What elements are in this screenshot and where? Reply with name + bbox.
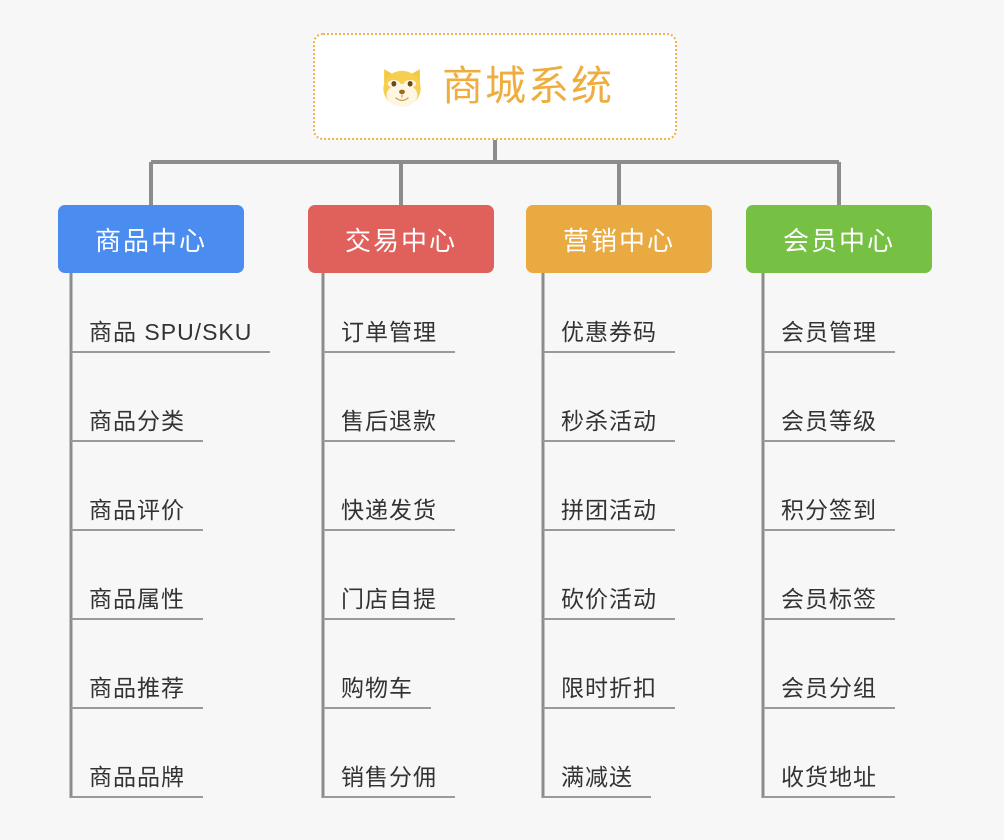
leaf-item-label: 商品属性 xyxy=(89,586,185,612)
leaf-item-label: 优惠券码 xyxy=(561,319,657,345)
leaf-item-label: 会员管理 xyxy=(781,319,877,345)
leaf-item[interactable]: 商品推荐 xyxy=(71,663,203,709)
leaf-item[interactable]: 会员标签 xyxy=(763,574,895,620)
dog-face-icon xyxy=(383,68,421,108)
leaf-item[interactable]: 会员分组 xyxy=(763,663,895,709)
leaf-item-label: 门店自提 xyxy=(341,586,437,612)
category-label: 营销中心 xyxy=(562,225,675,256)
category-label: 商品中心 xyxy=(94,225,207,256)
leaf-item-label: 满减送 xyxy=(561,764,633,790)
leaf-item[interactable]: 商品 SPU/SKU xyxy=(71,307,271,353)
leaf-item[interactable]: 门店自提 xyxy=(323,574,455,620)
leaf-item-label: 商品评价 xyxy=(89,497,185,523)
leaf-item-label: 会员标签 xyxy=(781,586,877,612)
leaf-item[interactable]: 会员管理 xyxy=(763,307,895,353)
leaf-item[interactable]: 积分签到 xyxy=(763,485,895,531)
leaf-item[interactable]: 商品评价 xyxy=(71,485,203,531)
leaf-item-label: 会员等级 xyxy=(781,408,877,434)
leaf-item[interactable]: 砍价活动 xyxy=(543,574,675,620)
root-node[interactable]: 商城系统 xyxy=(313,33,677,140)
leaf-item[interactable]: 满减送 xyxy=(543,752,651,798)
leaf-item-label: 会员分组 xyxy=(781,675,877,701)
leaf-item-label: 砍价活动 xyxy=(561,586,657,612)
leaf-item[interactable]: 会员等级 xyxy=(763,396,895,442)
leaf-item[interactable]: 售后退款 xyxy=(323,396,455,442)
leaf-item[interactable]: 秒杀活动 xyxy=(543,396,675,442)
leaf-item-label: 收货地址 xyxy=(781,764,877,790)
leaf-item-label: 购物车 xyxy=(341,675,413,701)
leaf-item[interactable]: 快递发货 xyxy=(323,485,455,531)
leaf-item-label: 商品推荐 xyxy=(89,675,185,701)
leaf-item[interactable]: 商品分类 xyxy=(71,396,203,442)
leaf-item-label: 快递发货 xyxy=(341,497,437,523)
leaf-item[interactable]: 销售分佣 xyxy=(323,752,455,798)
leaf-item[interactable]: 商品品牌 xyxy=(71,752,203,798)
leaf-item[interactable]: 限时折扣 xyxy=(543,663,675,709)
leaf-item[interactable]: 收货地址 xyxy=(763,752,895,798)
leaf-item-label: 积分签到 xyxy=(781,497,877,523)
leaf-item[interactable]: 拼团活动 xyxy=(543,485,675,531)
leaf-item-label: 限时折扣 xyxy=(561,675,657,701)
leaf-item[interactable]: 商品属性 xyxy=(71,574,203,620)
category-box-member-center[interactable]: 会员中心 xyxy=(746,205,932,273)
leaf-item-label: 销售分佣 xyxy=(341,764,437,790)
leaf-item[interactable]: 优惠券码 xyxy=(543,307,675,353)
leaf-item-label: 商品 SPU/SKU xyxy=(89,319,253,345)
leaf-item-label: 秒杀活动 xyxy=(561,408,657,434)
leaf-item[interactable]: 订单管理 xyxy=(323,307,455,353)
root-title: 商城系统 xyxy=(442,63,614,109)
category-label: 交易中心 xyxy=(344,225,457,256)
leaf-item-label: 售后退款 xyxy=(341,408,437,434)
category-box-trade-center[interactable]: 交易中心 xyxy=(308,205,494,273)
category-box-marketing-center[interactable]: 营销中心 xyxy=(526,205,712,273)
leaf-item[interactable]: 购物车 xyxy=(323,663,431,709)
category-label: 会员中心 xyxy=(782,225,895,256)
leaf-item-label: 商品分类 xyxy=(89,408,185,434)
leaf-item-label: 拼团活动 xyxy=(561,497,657,523)
category-box-product-center[interactable]: 商品中心 xyxy=(58,205,244,273)
leaf-item-label: 订单管理 xyxy=(341,319,437,345)
leaf-item-label: 商品品牌 xyxy=(89,764,185,790)
